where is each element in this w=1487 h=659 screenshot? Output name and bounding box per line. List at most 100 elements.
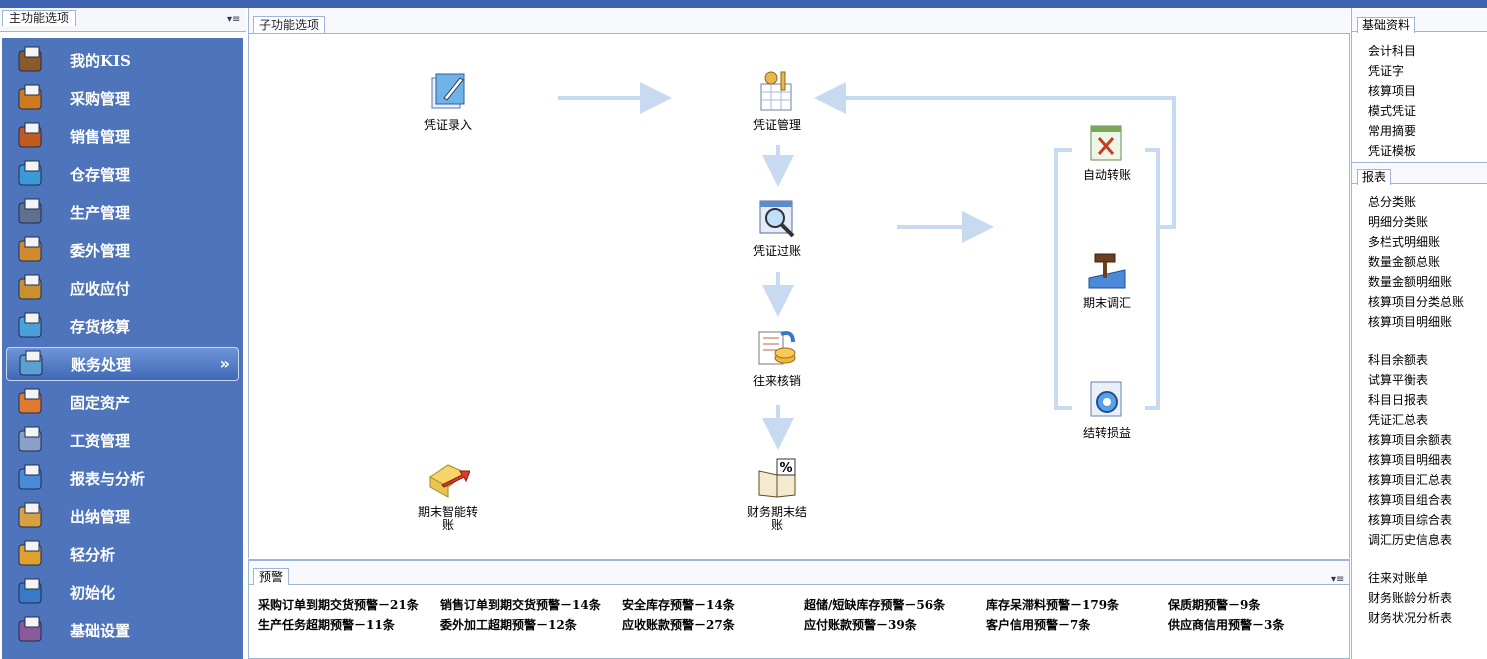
main-function-tab: 主功能选项 — [2, 10, 77, 26]
nav-item-6[interactable]: 委外管理 — [6, 233, 239, 267]
payroll-icon — [14, 425, 48, 455]
sub-function-pane — [248, 8, 1350, 558]
fixed-assets-icon — [14, 387, 48, 417]
warning-menu-icon[interactable]: ▾≡ — [1331, 574, 1345, 585]
nav-item-label: 委外管理 — [70, 241, 131, 260]
warning-item[interactable]: 客户信用预警－7条 — [986, 618, 1091, 632]
right-link-basic[interactable]: 常用摘要 — [1368, 124, 1417, 138]
cashier-icon — [14, 501, 48, 531]
warning-item[interactable]: 库存呆滞料预警－179条 — [986, 598, 1120, 612]
right-link-reports2[interactable]: 调汇历史信息表 — [1368, 533, 1453, 547]
right-link-basic[interactable]: 凭证模板 — [1368, 144, 1417, 158]
analysis-icon — [14, 539, 48, 569]
warning-item[interactable]: 委外加工超期预警－12条 — [440, 618, 577, 632]
period-end-close-item[interactable]: % 财务期末结账 — [732, 457, 822, 532]
chevron-right-icon: » — [219, 354, 230, 373]
purchase-icon — [14, 83, 48, 113]
right-link-reports2[interactable]: 科目日报表 — [1368, 393, 1429, 407]
voucher-entry-item[interactable]: 凭证录入 — [403, 70, 493, 132]
warning-item[interactable]: 超储/短缺库存预警－56条 — [804, 598, 946, 612]
nav-item-2[interactable]: 采购管理 — [6, 81, 239, 115]
init-icon — [14, 577, 48, 607]
right-link-reports3[interactable]: 往来对账单 — [1368, 571, 1429, 585]
nav-item-label: 基础设置 — [70, 621, 131, 640]
voucher-manage-icon — [760, 71, 792, 111]
period-adjust-icon — [1088, 253, 1126, 289]
warning-item[interactable]: 保质期预警－9条 — [1168, 598, 1261, 612]
bracket-left — [1054, 148, 1072, 410]
pane-menu-icon[interactable]: ▾≡ — [227, 14, 241, 25]
nav-item-11[interactable]: 工资管理 — [6, 423, 239, 457]
transfer-pl-icon — [1090, 381, 1122, 417]
nav-item-5[interactable]: 生产管理 — [6, 195, 239, 229]
nav-item-label: 轻分析 — [70, 545, 116, 564]
right-link-basic[interactable]: 核算项目 — [1368, 84, 1417, 98]
nav-item-12[interactable]: 报表与分析 — [6, 461, 239, 495]
right-link-reports2[interactable]: 凭证汇总表 — [1368, 413, 1429, 427]
right-link-reports2[interactable]: 核算项目组合表 — [1368, 493, 1453, 507]
reconcile-item[interactable]: 往来核销 — [732, 326, 822, 388]
warning-item[interactable]: 应付账款预警－39条 — [804, 618, 917, 632]
nav-item-label: 生产管理 — [70, 203, 131, 222]
nav-item-4[interactable]: 仓存管理 — [6, 157, 239, 191]
right-link-reports2[interactable]: 核算项目综合表 — [1368, 513, 1453, 527]
nav-item-16[interactable]: 基础设置 — [6, 613, 239, 647]
nav-item-8[interactable]: 存货核算 — [6, 309, 239, 343]
reconcile-icon — [758, 331, 796, 365]
period-adjust-item[interactable]: 期末调汇 — [1062, 248, 1152, 310]
accounting-icon — [15, 349, 49, 379]
right-link-reports2[interactable]: 核算项目余额表 — [1368, 433, 1453, 447]
right-link-basic[interactable]: 模式凭证 — [1368, 104, 1417, 118]
sales-icon — [14, 121, 48, 151]
right-link-reports1[interactable]: 核算项目分类总账 — [1368, 295, 1465, 309]
nav-item-label: 工资管理 — [70, 431, 131, 450]
warning-item[interactable]: 供应商信用预警－3条 — [1168, 618, 1285, 632]
period-end-close-icon: % — [758, 458, 796, 498]
auto-transfer-icon — [1090, 125, 1122, 161]
period-end-smart-icon — [429, 464, 471, 498]
warning-item[interactable]: 安全库存预警－14条 — [622, 598, 735, 612]
right-link-reports1[interactable]: 数量金额明细账 — [1368, 275, 1453, 289]
right-link-reports2[interactable]: 科目余额表 — [1368, 353, 1429, 367]
nav-item-13[interactable]: 出纳管理 — [6, 499, 239, 533]
right-link-reports2[interactable]: 核算项目汇总表 — [1368, 473, 1453, 487]
nav-item-14[interactable]: 轻分析 — [6, 537, 239, 571]
right-link-reports1[interactable]: 数量金额总账 — [1368, 255, 1441, 269]
basic-data-tab: 基础资料 — [1357, 17, 1416, 33]
nav-item-10[interactable]: 固定资产 — [6, 385, 239, 419]
warning-item[interactable]: 应收账款预警－27条 — [622, 618, 735, 632]
warning-item[interactable]: 生产任务超期预警－11条 — [258, 618, 395, 632]
right-link-reports1[interactable]: 明细分类账 — [1368, 215, 1429, 229]
nav-item-label: 采购管理 — [70, 89, 131, 108]
right-link-basic[interactable]: 凭证字 — [1368, 64, 1405, 78]
nav-item-1[interactable]: 我的KIS — [6, 43, 239, 77]
bracket-right — [1145, 148, 1160, 410]
right-link-reports3[interactable]: 财务状况分析表 — [1368, 611, 1453, 625]
right-link-reports2[interactable]: 核算项目明细表 — [1368, 453, 1453, 467]
right-link-reports2[interactable]: 试算平衡表 — [1368, 373, 1429, 387]
nav-item-7[interactable]: 应收应付 — [6, 271, 239, 305]
right-link-reports1[interactable]: 总分类账 — [1368, 195, 1417, 209]
auto-transfer-item[interactable]: 自动转账 — [1062, 120, 1152, 182]
nav-item-label: 仓存管理 — [70, 165, 131, 184]
report-icon — [14, 463, 48, 493]
transfer-pl-item[interactable]: 结转损益 — [1062, 378, 1152, 440]
voucher-post-item[interactable]: 凭证过账 — [732, 196, 822, 258]
period-end-smart-item[interactable]: 期末智能转账 — [403, 457, 493, 532]
warning-item[interactable]: 销售订单到期交货预警－14条 — [440, 598, 601, 612]
voucher-manage-item[interactable]: 凭证管理 — [732, 70, 822, 132]
nav-item-15[interactable]: 初始化 — [6, 575, 239, 609]
inventory-accounting-icon — [14, 311, 48, 341]
right-link-reports3[interactable]: 财务账龄分析表 — [1368, 591, 1453, 605]
warning-item[interactable]: 采购订单到期交货预警－21条 — [258, 598, 419, 612]
sub-function-tab: 子功能选项 — [253, 16, 326, 33]
nav-item-9[interactable]: 账务处理» — [6, 347, 239, 381]
right-link-reports1[interactable]: 多栏式明细账 — [1368, 235, 1441, 249]
right-link-basic[interactable]: 会计科目 — [1368, 44, 1417, 58]
nav-item-label: 销售管理 — [70, 127, 131, 146]
nav-item-3[interactable]: 销售管理 — [6, 119, 239, 153]
right-link-reports1[interactable]: 核算项目明细账 — [1368, 315, 1453, 329]
svg-text:%: % — [779, 461, 792, 476]
warehouse-icon — [14, 159, 48, 189]
